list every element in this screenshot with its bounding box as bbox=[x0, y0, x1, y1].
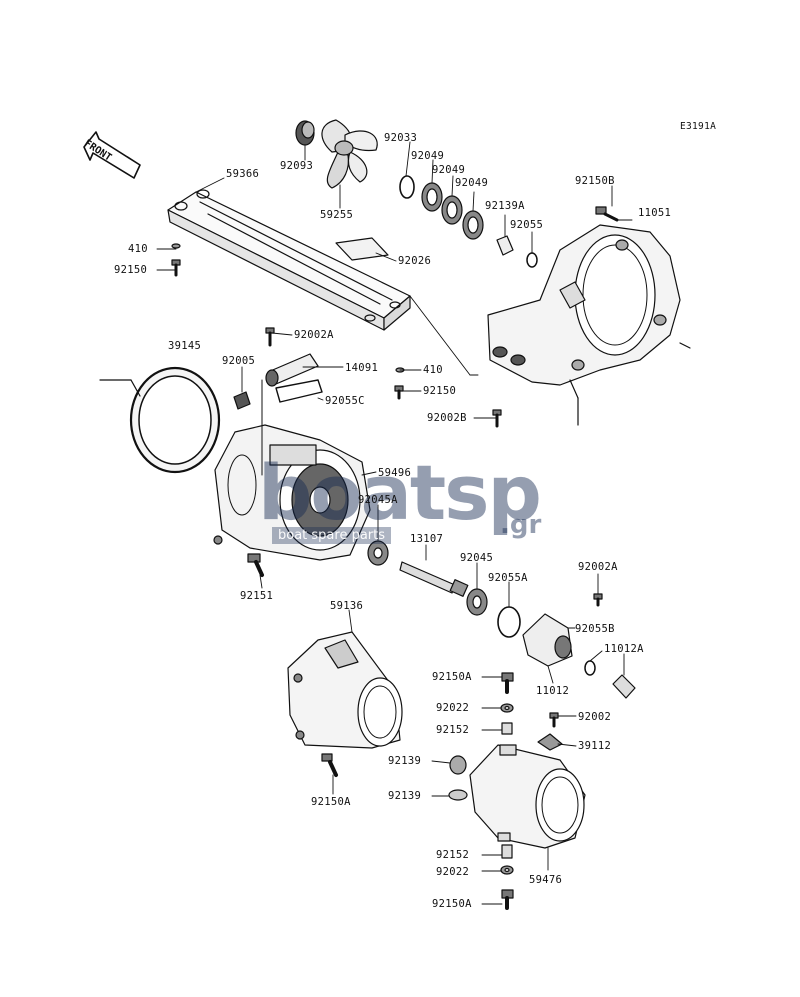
part-label-92093: 92093 bbox=[280, 160, 314, 172]
part-label-92026: 92026 bbox=[398, 255, 432, 267]
part-label-39112: 39112 bbox=[578, 740, 612, 752]
part-label-14091: 14091 bbox=[345, 362, 379, 374]
front-arrow-icon bbox=[83, 131, 141, 179]
part-label-92150A-2: 92150A bbox=[311, 796, 351, 808]
part-label-92055B: 92055B bbox=[575, 623, 615, 635]
part-label-92005: 92005 bbox=[222, 355, 256, 367]
part-label-59136: 59136 bbox=[330, 600, 364, 612]
mounting-plate-part bbox=[167, 189, 411, 331]
cap-part bbox=[295, 120, 315, 146]
housing-part bbox=[487, 224, 691, 426]
part-label-92150-1: 92150 bbox=[114, 264, 148, 276]
part-label-92139-1: 92139 bbox=[388, 755, 422, 767]
part-label-92150A-3: 92150A bbox=[432, 898, 472, 910]
sensor-part bbox=[233, 327, 502, 428]
part-label-92045A: 92045A bbox=[358, 494, 398, 506]
part-label-92152-2: 92152 bbox=[436, 849, 470, 861]
leader-lines bbox=[156, 141, 633, 905]
part-label-11012A: 11012A bbox=[604, 643, 644, 655]
part-label-59366: 59366 bbox=[226, 168, 260, 180]
watermark-suffix: .gr bbox=[500, 510, 542, 540]
part-label-92002A-2: 92002A bbox=[578, 561, 618, 573]
part-label-13107: 13107 bbox=[410, 533, 444, 545]
part-label-39145: 39145 bbox=[168, 340, 202, 352]
part-label-92055C: 92055C bbox=[325, 395, 365, 407]
part-label-92055: 92055 bbox=[510, 219, 544, 231]
diagram-code: E3191A bbox=[680, 121, 717, 132]
part-label-92151: 92151 bbox=[240, 590, 274, 602]
part-label-59255: 59255 bbox=[320, 209, 354, 221]
part-label-410-1: 410 bbox=[128, 243, 148, 255]
part-label-59476: 59476 bbox=[529, 874, 563, 886]
part-label-92045: 92045 bbox=[460, 552, 494, 564]
part-label-11051: 11051 bbox=[638, 207, 672, 219]
part-label-92139-2: 92139 bbox=[388, 790, 422, 802]
part-label-92049-3: 92049 bbox=[455, 177, 489, 189]
plate-part bbox=[335, 237, 389, 261]
nozzle-part bbox=[287, 631, 403, 777]
steering-nozzle-part bbox=[469, 744, 586, 849]
part-label-92022-1: 92022 bbox=[436, 702, 470, 714]
pump-housing-part bbox=[213, 379, 371, 577]
part-label-92002B: 92002B bbox=[427, 412, 467, 424]
part-label-92150A-1: 92150A bbox=[432, 671, 472, 683]
part-label-59496: 59496 bbox=[378, 467, 412, 479]
part-label-92139A: 92139A bbox=[485, 200, 525, 212]
part-label-92055A: 92055A bbox=[488, 572, 528, 584]
part-label-92022-2: 92022 bbox=[436, 866, 470, 878]
bearing-part-92045A bbox=[367, 540, 389, 566]
part-label-92002A-1: 92002A bbox=[294, 329, 334, 341]
bolt-part-92150B bbox=[595, 206, 619, 222]
part-label-11012: 11012 bbox=[536, 685, 570, 697]
watermark-logo: boatsp bbox=[258, 448, 542, 537]
cap-part-11012 bbox=[522, 593, 636, 699]
part-label-92152-1: 92152 bbox=[436, 724, 470, 736]
part-label-92150-2: 92150 bbox=[423, 385, 457, 397]
part-label-92049-1: 92049 bbox=[411, 150, 445, 162]
shaft-part bbox=[399, 561, 469, 597]
part-label-92150B: 92150B bbox=[575, 175, 615, 187]
part-label-92033: 92033 bbox=[384, 132, 418, 144]
part-label-410-2: 410 bbox=[423, 364, 443, 376]
watermark-tagline: boat spare parts bbox=[272, 527, 392, 544]
ring-part bbox=[99, 366, 221, 474]
fastener-parts-lower bbox=[448, 672, 563, 910]
part-label-92049-2: 92049 bbox=[432, 164, 466, 176]
impeller-part bbox=[321, 119, 378, 189]
part-label-92002: 92002 bbox=[578, 711, 612, 723]
bearing-part-92045 bbox=[466, 588, 521, 638]
